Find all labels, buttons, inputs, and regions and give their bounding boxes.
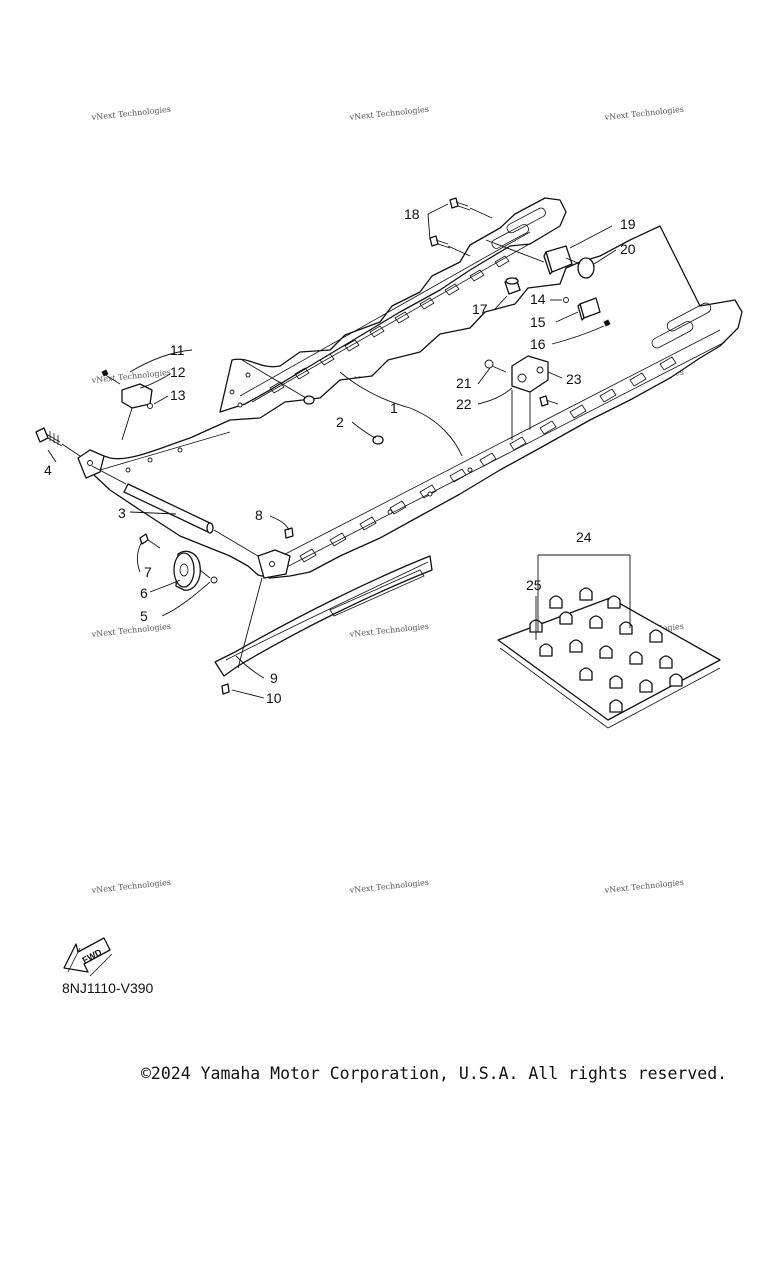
bolts-18 — [429, 197, 493, 257]
callout-21: 21 — [456, 375, 472, 391]
rail-tip-left — [77, 449, 105, 479]
callout-19: 19 — [620, 216, 636, 232]
watermark: vNext Technologies — [603, 878, 684, 895]
callout-25: 25 — [526, 577, 542, 593]
track-clips-24-25 — [497, 554, 721, 729]
washers-2 — [241, 359, 384, 445]
stopper-block-14-15-16 — [563, 297, 611, 327]
callout-4: 4 — [44, 462, 52, 478]
callout-5: 5 — [140, 608, 148, 624]
collar-17 — [504, 277, 521, 295]
callout-15: 15 — [530, 314, 546, 330]
stopper-block-11-12-13 — [101, 369, 153, 441]
callout-22: 22 — [456, 396, 472, 412]
callout-11: 11 — [170, 342, 185, 358]
callout-18: 18 — [404, 206, 420, 222]
slide-rail-front — [79, 225, 743, 579]
axle-shaft — [91, 465, 259, 557]
callout-7: 7 — [144, 564, 152, 580]
arm-bracket-21-22-23 — [484, 355, 559, 440]
callout-2: 2 — [336, 414, 344, 430]
callout-9: 9 — [270, 670, 278, 686]
callout-17: 17 — [472, 301, 488, 317]
watermark: vNext Technologies — [90, 622, 171, 639]
watermark: vNext Technologies — [348, 878, 429, 895]
bolt-8 — [284, 527, 294, 539]
bumper-19-20 — [485, 239, 595, 279]
rail-tip-right — [257, 549, 291, 579]
callout-23: 23 — [566, 371, 582, 387]
callout-24: 24 — [576, 529, 592, 545]
idler-wheel — [139, 533, 218, 591]
callout-13: 13 — [170, 387, 186, 403]
callout-1: 1 — [390, 400, 398, 416]
clip-studs — [529, 587, 683, 713]
watermark: vNext Technologies — [90, 878, 171, 895]
diagram-code: 8NJ1110-V390 — [62, 980, 154, 996]
watermark: vNext Technologies — [348, 105, 429, 122]
callout-10: 10 — [266, 690, 282, 706]
watermark: vNext Technologies — [348, 622, 429, 639]
watermark: vNext Technologies — [90, 368, 171, 385]
bolt-4 — [35, 427, 81, 457]
rail-front-cutouts — [299, 302, 712, 563]
callout-3: 3 — [118, 505, 126, 521]
watermark: vNext Technologies — [603, 105, 684, 122]
callout-16: 16 — [530, 336, 546, 352]
callout-14: 14 — [530, 291, 546, 307]
callout-6: 6 — [140, 585, 148, 601]
forward-arrow-icon: FWD — [63, 937, 113, 977]
watermark: vNext Technologies — [90, 105, 171, 122]
leader-lines — [47, 203, 617, 699]
callout-labels: 1 2 3 4 5 6 7 8 9 10 11 12 13 14 15 16 1… — [44, 206, 636, 706]
copyright-notice: ©2024 Yamaha Motor Corporation, U.S.A. A… — [141, 1064, 727, 1083]
slider-strip — [214, 555, 433, 695]
callout-12: 12 — [170, 364, 186, 380]
callout-8: 8 — [255, 507, 263, 523]
callout-20: 20 — [620, 241, 636, 257]
rail-back-cutouts — [269, 207, 546, 394]
